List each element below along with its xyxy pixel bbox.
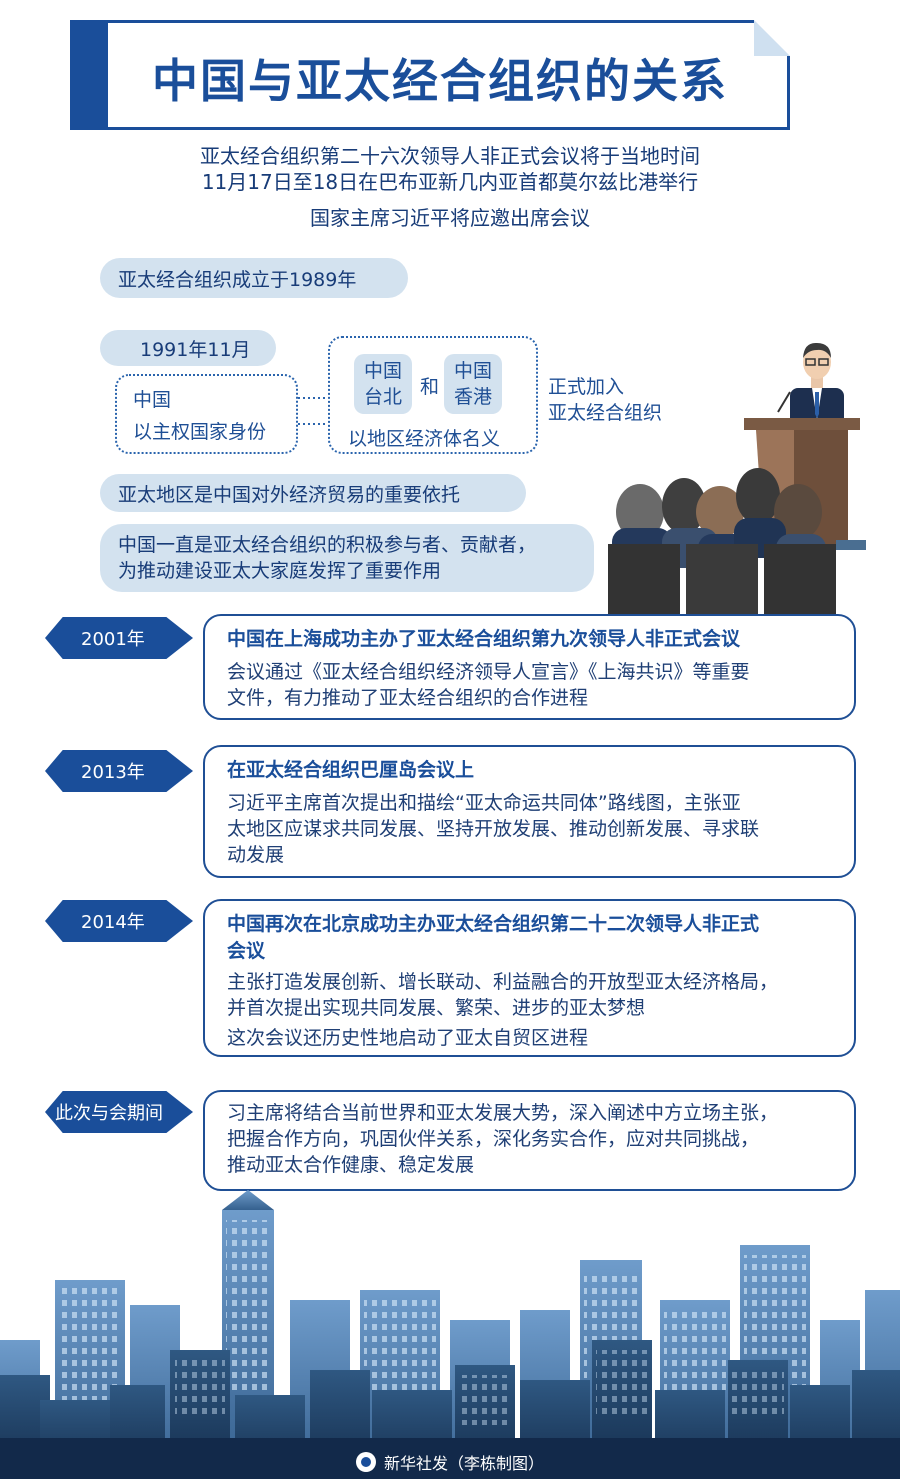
- timeline-tag-2013: 2013年: [45, 750, 193, 792]
- card-2013-body-line-2: 太地区应谋求共同发展、坚持开放发展、推动创新发展、寻求联: [227, 818, 760, 840]
- taipei-line-1: 中国: [363, 360, 402, 382]
- timeline-card-2001: 中国在上海成功主办了亚太经合组织第九次领导人非正式会议 会议通过《亚太经合组织经…: [203, 614, 856, 720]
- timeline-card-2013: 在亚太经合组织巴厘岛会议上 习近平主席首次提出和描绘“亚太命运共同体”路线图，主…: [203, 745, 856, 878]
- title-banner: 中国与亚太经合组织的关系: [70, 20, 790, 130]
- card-2001-body-line-1: 会议通过《亚太经合组织经济领导人宣言》《上海共识》等重要: [227, 661, 750, 683]
- card-current-body-line-3: 推动亚太合作健康、稳定发展: [227, 1154, 475, 1176]
- regional-label: 以地区经济体名义: [348, 428, 501, 450]
- card-2013-body-line-3: 动发展: [227, 844, 285, 866]
- and-label: 和: [420, 376, 440, 398]
- founded-text: 亚太经合组织成立于1989年: [118, 268, 357, 291]
- chairs: [608, 544, 836, 615]
- card-2001-body-line-2: 文件，有力推动了亚太经合组织的合作进程: [227, 687, 589, 709]
- join-date-pill: 1991年11月: [100, 330, 276, 366]
- card-current-body: 习主席将结合当前世界和亚太发展大势，深入阐述中方立场主张， 把握合作方向，巩固伙…: [227, 1100, 832, 1178]
- card-2014-body-2: 这次会议还历史性地启动了亚太自贸区进程: [227, 1027, 589, 1049]
- intro-line-1: 亚太经合组织第二十六次领导人非正式会议将于当地时间: [200, 144, 700, 168]
- microphone-icon: [777, 391, 791, 413]
- card-2013-head: 在亚太经合组织巴厘岛会议上: [227, 759, 475, 781]
- card-2014-head-line-2: 会议: [227, 940, 266, 962]
- fact2-pill: 中国一直是亚太经合组织的积极参与者、贡献者， 为推动建设亚太大家庭发挥了重要作用: [100, 524, 594, 592]
- joined-line-2: 亚太经合组织: [548, 402, 663, 424]
- xinhua-logo-icon: [355, 1452, 376, 1472]
- card-2001-head: 中国在上海成功主办了亚太经合组织第九次领导人非正式会议: [227, 628, 741, 650]
- timeline-tag-2014: 2014年: [45, 900, 193, 942]
- intro-line-2: 11月17日至18日在巴布亚新几内亚首都莫尔兹比港举行: [201, 170, 699, 194]
- fact1-text: 亚太地区是中国对外经济贸易的重要依托: [118, 483, 461, 506]
- speaker-audience-illustration: [608, 342, 866, 615]
- joined-text: 正式加入 亚太经合组织: [548, 374, 662, 426]
- credit-line: 新华社发（李栋制图）: [0, 1450, 900, 1474]
- card-2014-body: 主张打造发展创新、增长联动、利益融合的开放型亚太经济格局， 并首次提出实现共同发…: [227, 969, 832, 1021]
- regions-box: 中国 台北 和 中国 香港 以地区经济体名义: [328, 336, 538, 454]
- timeline-card-2014: 中国再次在北京成功主办亚太经合组织第二十二次领导人非正式 会议 主张打造发展创新…: [203, 899, 856, 1057]
- china-box: 中国 以主权国家身份: [115, 374, 298, 454]
- china-status: 以主权国家身份: [133, 421, 267, 443]
- founded-pill: 亚太经合组织成立于1989年: [100, 258, 408, 298]
- timeline-tag-2001: 2001年: [45, 617, 193, 659]
- page-title: 中国与亚太经合组织的关系: [152, 54, 728, 108]
- card-2014-body-line-2: 并首次提出实现共同发展、繁荣、进步的亚太梦想: [227, 997, 646, 1019]
- joined-line-1: 正式加入: [548, 376, 625, 398]
- card-2014-body-line-1: 主张打造发展创新、增长联动、利益融合的开放型亚太经济格局，: [227, 971, 779, 993]
- title-band: [70, 20, 108, 130]
- taipei-chip: 中国 台北: [354, 354, 412, 414]
- card-2014-head-line-1: 中国再次在北京成功主办亚太经合组织第二十二次领导人非正式: [227, 913, 760, 935]
- china-label: 中国: [133, 389, 172, 411]
- taipei-line-2: 台北: [363, 386, 402, 408]
- card-2013-body-line-1: 习近平主席首次提出和描绘“亚太命运共同体”路线图，主张亚: [227, 792, 741, 814]
- card-2013-body: 习近平主席首次提出和描绘“亚太命运共同体”路线图，主张亚 太地区应谋求共同发展、…: [227, 790, 832, 868]
- hongkong-chip: 中国 香港: [444, 354, 502, 414]
- fact2-line-1: 中国一直是亚太经合组织的积极参与者、贡献者，: [118, 534, 537, 556]
- credit-text: 新华社发（李栋制图）: [383, 1454, 544, 1473]
- hk-line-1: 中国: [453, 360, 492, 382]
- card-2001-body: 会议通过《亚太经合组织经济领导人宣言》《上海共识》等重要 文件，有力推动了亚太经…: [227, 659, 832, 711]
- join-date: 1991年11月: [140, 338, 251, 361]
- timeline-tag-current: 此次与会期间: [45, 1091, 193, 1133]
- card-current-body-line-2: 把握合作方向，巩固伙伴关系，深化务实合作，应对共同挑战，: [227, 1128, 760, 1150]
- fact2-line-2: 为推动建设亚太大家庭发挥了重要作用: [118, 560, 442, 582]
- fact1-pill: 亚太地区是中国对外经济贸易的重要依托: [100, 474, 526, 512]
- connector-lines: [298, 397, 330, 425]
- city-skyline-illustration: [0, 1190, 900, 1479]
- title-corner-fold: [754, 20, 790, 56]
- timeline-card-current: 习主席将结合当前世界和亚太发展大势，深入阐述中方立场主张， 把握合作方向，巩固伙…: [203, 1090, 856, 1191]
- card-2014-head: 中国再次在北京成功主办亚太经合组织第二十二次领导人非正式 会议: [227, 911, 832, 965]
- intro-line-3: 国家主席习近平将应邀出席会议: [310, 206, 590, 230]
- card-current-body-line-1: 习主席将结合当前世界和亚太发展大势，深入阐述中方立场主张，: [227, 1102, 779, 1124]
- hk-line-2: 香港: [453, 386, 492, 408]
